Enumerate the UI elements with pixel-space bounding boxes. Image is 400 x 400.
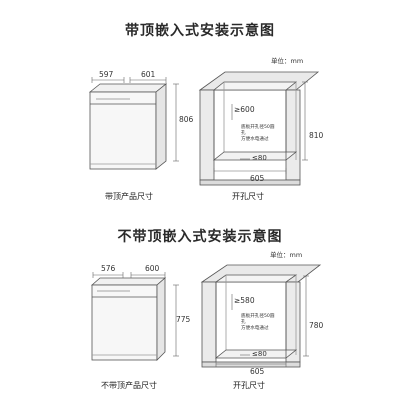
top-note-line-2: 方便水电通过: [241, 137, 269, 142]
top-product-height: 806: [179, 115, 194, 124]
top-cutout-drawing: [198, 71, 320, 186]
top-note-line-1: 底板开孔径50圆孔: [241, 125, 275, 136]
bottom-section-title: 不带顶嵌入式安装示意图: [117, 229, 283, 245]
top-cutout-caption: 开孔尺寸: [232, 192, 264, 201]
bottom-cutout-note: 底板开孔径50圆孔 方便水电通过: [241, 314, 275, 332]
bottom-cutout-drawing: [200, 264, 322, 368]
bottom-product-height: 775: [176, 315, 191, 324]
top-cutout-gap: ≤80: [252, 154, 267, 162]
bottom-note-line-1: 底板开孔径50圆孔: [241, 314, 275, 325]
top-product-depth: 597: [99, 70, 114, 79]
bottom-product-width: 600: [145, 264, 160, 273]
top-dishwasher-drawing: [88, 83, 168, 170]
top-section-title: 带顶嵌入式安装示意图: [125, 23, 275, 39]
top-cutout-dimension-lines: [213, 81, 308, 174]
bottom-note-line-2: 方便水电通过: [241, 326, 269, 331]
bottom-product-dimension-lines: [92, 272, 179, 357]
top-product-caption: 带顶产品尺寸: [105, 192, 153, 201]
bottom-cutout-width: 605: [250, 367, 265, 376]
bottom-cutout-depth: ≥580: [234, 296, 255, 305]
bottom-unit-label: 单位：mm: [270, 251, 303, 259]
top-cutout-depth: ≥600: [234, 105, 255, 114]
top-product-width: 601: [141, 70, 156, 79]
top-cutout-note: 底板开孔径50圆孔 方便水电通过: [241, 125, 275, 143]
bottom-cutout-gap: ≤80: [252, 350, 267, 358]
top-cutout-width: 605: [250, 174, 265, 183]
bottom-cutout-caption: 开孔尺寸: [233, 381, 265, 390]
top-cutout-height: 810: [309, 131, 324, 140]
bottom-cutout-dimension-lines: [215, 275, 309, 367]
top-unit-label: 单位：mm: [271, 57, 304, 65]
bottom-product-depth: 576: [101, 264, 116, 273]
bottom-dishwasher-drawing: [90, 277, 167, 361]
bottom-cutout-height: 780: [309, 321, 324, 330]
bottom-product-caption: 不带顶产品尺寸: [101, 381, 157, 390]
top-product-dimension-lines: [91, 77, 179, 162]
